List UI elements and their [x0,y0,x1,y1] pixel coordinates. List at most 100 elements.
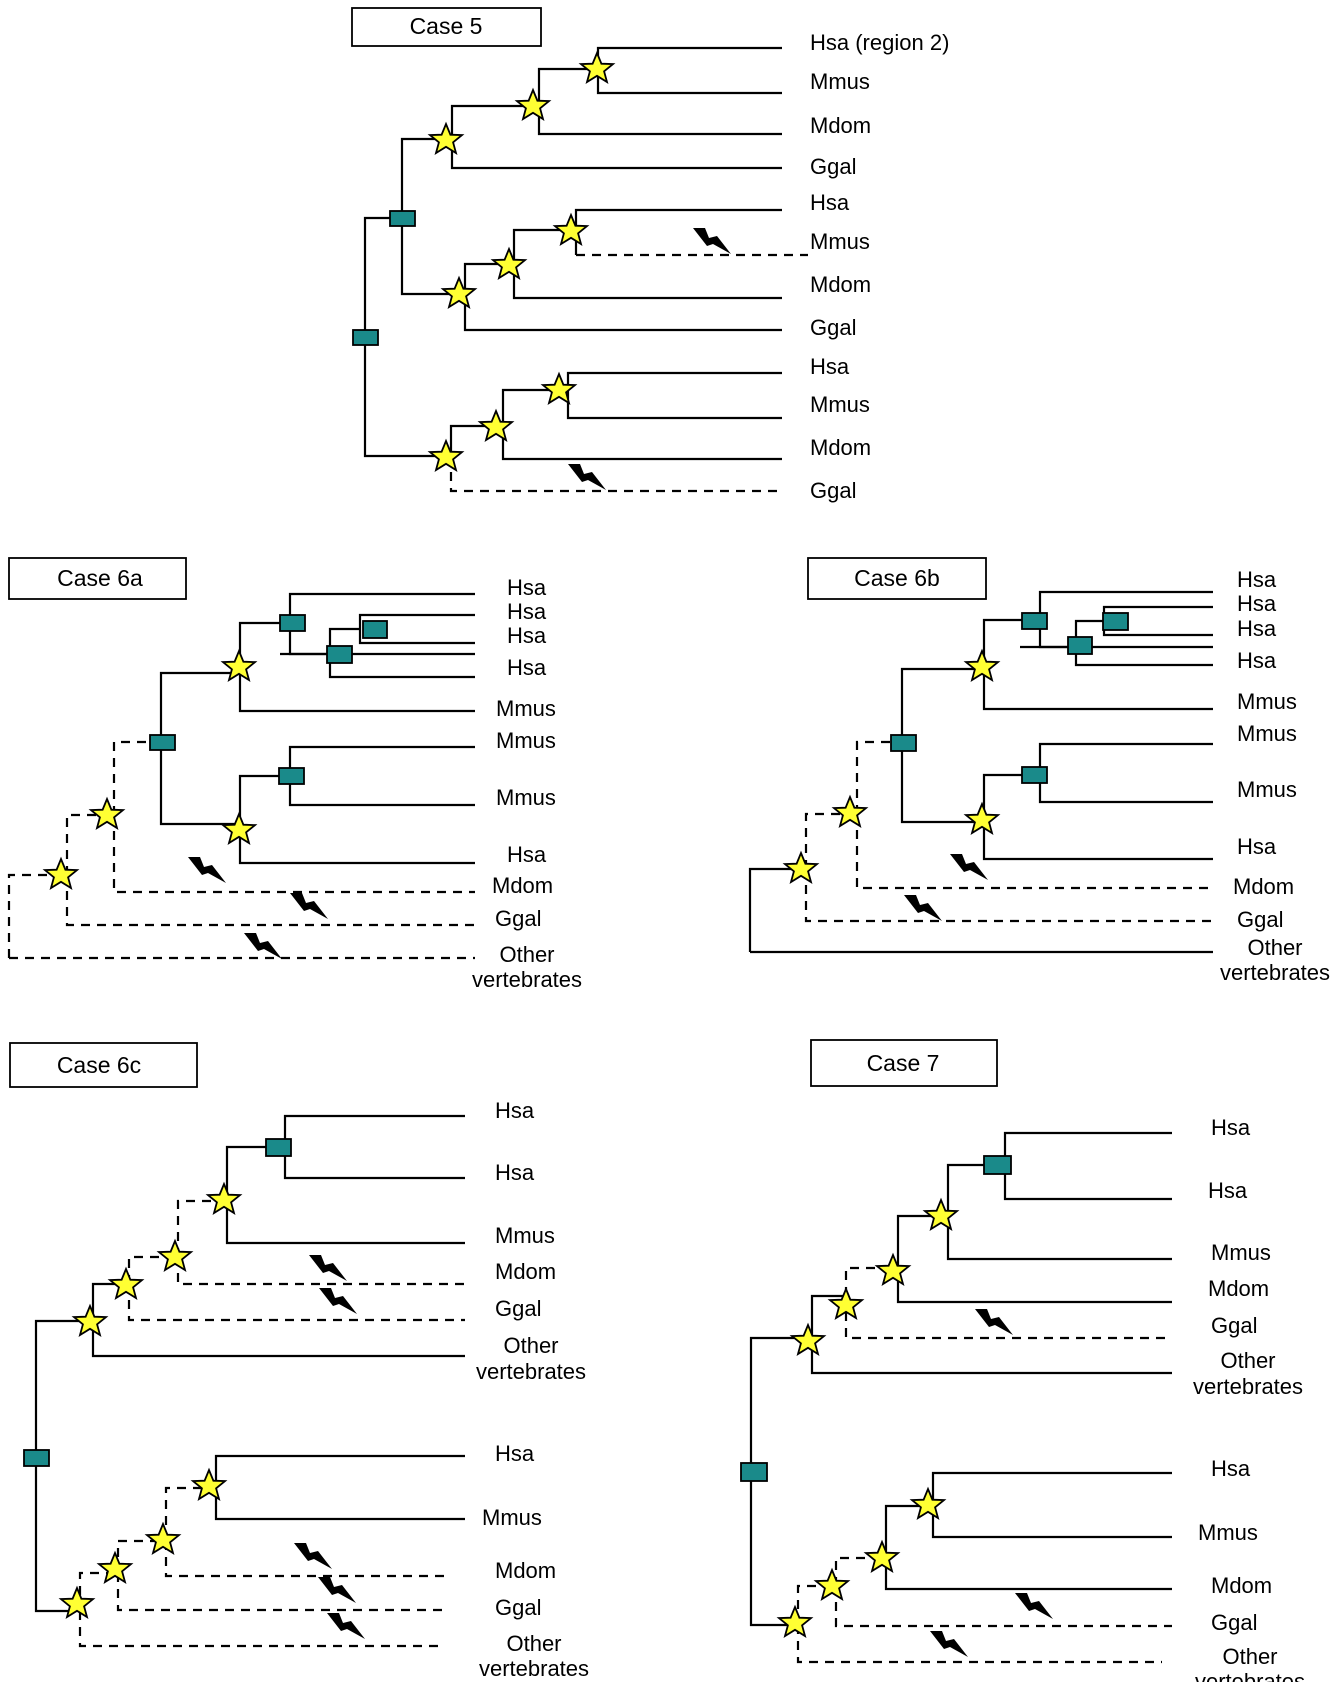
taxon-label: Ggal [1211,1610,1257,1635]
gene-loss-bolt-icon [693,228,731,254]
taxon-label: Hsa [1237,648,1277,673]
duplication-node [278,767,305,785]
duplication-node [1102,612,1129,631]
taxon-label: vertebrates [472,967,582,992]
speciation-star-icon [876,1254,910,1285]
panel-case-7: Case 7 [740,1039,1305,1682]
speciation-star-icon [542,373,576,404]
gene-loss-bolt-icon [930,1631,968,1657]
speciation-star-icon [778,1606,812,1637]
taxon-label: Mdom [1211,1573,1272,1598]
taxon-label: Ggal [810,154,856,179]
taxon-label: Mmus [1237,721,1297,746]
taxon-label: vertebrates [1195,1669,1305,1682]
taxon-label: Mdom [810,113,871,138]
speciation-star-icon [429,123,463,154]
taxon-label: Mmus [810,392,870,417]
duplication-node [23,1449,50,1467]
taxon-label: Mmus [810,229,870,254]
taxon-label: Hsa [507,575,547,600]
taxon-label: Mmus [496,696,556,721]
case-title: Case 6a [57,565,143,591]
taxon-labels: Hsa Hsa Mmus Mdom Ggal Other vertebrates… [1193,1115,1305,1682]
taxon-label: Other [1222,1644,1277,1669]
taxon-label: Hsa [495,1160,535,1185]
case-title-box [351,7,542,47]
taxon-label: Ggal [495,1595,541,1620]
taxon-label: Other [499,942,554,967]
taxon-label: Hsa [1237,567,1277,592]
tree-lines [748,590,1213,954]
case-title: Case 7 [867,1050,940,1076]
speciation-star-icon [516,89,550,120]
taxon-label: vertebrates [1220,960,1330,985]
speciation-star-icon [60,1587,94,1618]
taxon-label: Mdom [495,1259,556,1284]
duplication-node [890,734,917,752]
taxon-label: Hsa [495,1098,535,1123]
taxon-label: Mmus [1211,1240,1271,1265]
speciation-star-icon [192,1469,226,1500]
duplication-node [1021,766,1048,784]
tree-lines [7,592,475,960]
speciation-star-icon [965,650,999,681]
speciation-star-icon [479,410,513,441]
gene-loss-bolt-icon [568,464,606,490]
speciation-star-icon [965,803,999,834]
speciation-star-icon [865,1541,899,1572]
duplication-node [149,734,176,751]
taxon-label: Mdom [495,1558,556,1583]
taxon-label: vertebrates [479,1656,589,1681]
tree-lines [749,1131,1172,1664]
taxon-label: Mmus [496,728,556,753]
tree-lines [34,1114,465,1648]
tree-lines [363,46,808,493]
case-title-box [807,557,987,600]
speciation-star-icon [158,1240,192,1271]
speciation-star-icon [492,248,526,279]
taxon-label: Hsa [1211,1115,1251,1140]
taxon-label: Hsa [507,842,547,867]
taxon-label: Hsa [507,623,547,648]
gene-loss-bolt-icon [327,1613,365,1639]
speciation-star-icon [784,852,818,883]
taxon-label: Ggal [495,906,541,931]
duplication-node [389,210,416,227]
duplication-node [279,614,306,632]
duplication-node [362,620,388,639]
panel-case-6c: Case 6c [9,1042,589,1681]
duplication-node [265,1138,292,1157]
case-title-box [9,1042,198,1088]
case-title: Case 5 [410,13,483,39]
speciation-star-icon [833,796,867,827]
speciation-star-icon [109,1268,143,1299]
taxon-label: Ggal [810,478,856,503]
taxon-label: Hsa [507,599,547,624]
duplication-node [1021,612,1048,630]
speciation-star-icon [442,277,476,308]
speciation-star-icon [44,858,78,889]
speciation-star-icon [207,1183,241,1214]
taxon-label: Hsa [495,1441,535,1466]
taxon-label: Hsa [1237,834,1277,859]
speciation-star-icon [146,1523,180,1554]
case-title: Case 6b [854,565,940,591]
taxon-label: Other [1247,935,1302,960]
panel-case-5: Case 5 [351,7,949,503]
taxon-label: Mdom [492,873,553,898]
taxon-label: Mmus [496,785,556,810]
speciation-star-icon [554,214,588,245]
taxon-labels: Hsa Hsa Mmus Mdom Ggal Other vertebrates… [476,1098,589,1681]
taxon-label: Hsa [1211,1456,1251,1481]
taxon-label: Other [506,1631,561,1656]
taxon-label: Other [503,1333,558,1358]
taxon-label: Mdom [1208,1276,1269,1301]
gene-loss-bolt-icon [318,1577,356,1603]
gene-loss-bolt-icon [244,933,282,959]
duplication-node [983,1155,1012,1175]
taxon-label: Ggal [495,1296,541,1321]
taxon-label: Ggal [1211,1313,1257,1338]
taxon-label: Mdom [810,272,871,297]
case-title-box [810,1039,998,1087]
